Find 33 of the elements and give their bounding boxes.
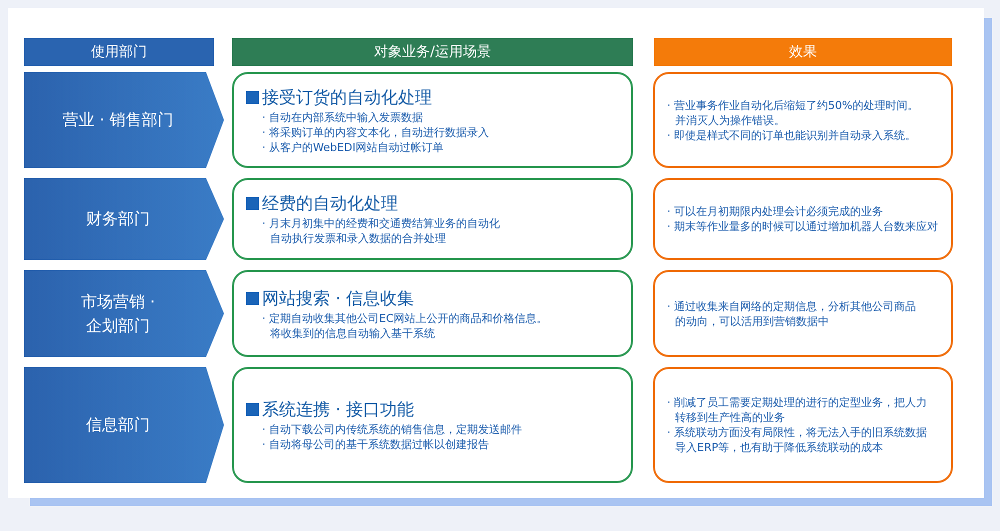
bullet-text: · 自动下载公司内传统系统的销售信息，定期发送邮件 [261, 422, 523, 437]
bullet-text: · 将采购订单的内容文本化，自动进行数据录入 [261, 124, 490, 140]
task-box [232, 72, 633, 168]
bullet-text: · 营业事务作业自动化后缩短了约50%的处理时间。并消灭人为操作错误。 [666, 98, 920, 128]
bullet-text: · 系统联动方面没有局限性，将无法入手的旧系统数据导入ERP等，也有助于降低系统联动的成本 [666, 425, 928, 455]
task-heading: 系统连携 · 接口功能 [262, 400, 414, 420]
bullet-text: · 从客户的WebEDI网站自动过帐订单 [261, 140, 445, 154]
column-header: 对象业务/运用场景 [232, 38, 633, 66]
department-banner: 市场营销 · 企划部门 [24, 270, 224, 357]
department-banner: 财务部门 [24, 178, 224, 260]
bullet-text: · 即使是样式不同的订单也能识别并自动录入系统。 [666, 128, 917, 142]
task-box [232, 178, 633, 260]
department-banner: 信息部门 [24, 367, 224, 483]
task-heading: 经费的自动化处理 [262, 194, 398, 214]
bullet-text: · 自动将母公司的基干系统数据过帐以创建报告 [261, 437, 490, 452]
bullet-text: · 自动在内部系统中输入发票数据 [261, 110, 424, 124]
bullet-text: · 削减了员工需要定期处理的进行的定型业务，把人力转移到生产性高的业务 [666, 395, 928, 425]
effect-box [653, 72, 953, 168]
bullet-text: · 期末等作业量多的时候可以通过增加机器人台数来应对 [666, 219, 939, 234]
effect-box [653, 270, 953, 357]
bullet-text: · 通过收集来自网络的定期信息，分析其他公司商品的动向，可以活用到营销数据中 [666, 298, 917, 328]
bullet-text: · 月末月初集中的经费和交通费结算业务的自动化自动执行发票和录入数据的合并处理 [261, 216, 501, 246]
task-box [232, 270, 633, 357]
task-box [232, 367, 633, 483]
task-heading: 网站搜索 · 信息收集 [262, 288, 414, 308]
column-header: 效果 [654, 38, 952, 66]
department-banner: 营业 · 销售部门 [24, 72, 224, 168]
effect-box [653, 178, 953, 260]
bullet-text: · 可以在月初期限内处理会计必须完成的业务 [666, 204, 884, 219]
task-heading: 接受订货的自动化处理 [262, 88, 432, 108]
effect-box [653, 367, 953, 483]
bullet-text: · 定期自动收集其他公司EC网站上公开的商品和价格信息。将收集到的信息自动输入基干系统 [261, 310, 549, 340]
column-header: 使用部门 [24, 38, 214, 66]
